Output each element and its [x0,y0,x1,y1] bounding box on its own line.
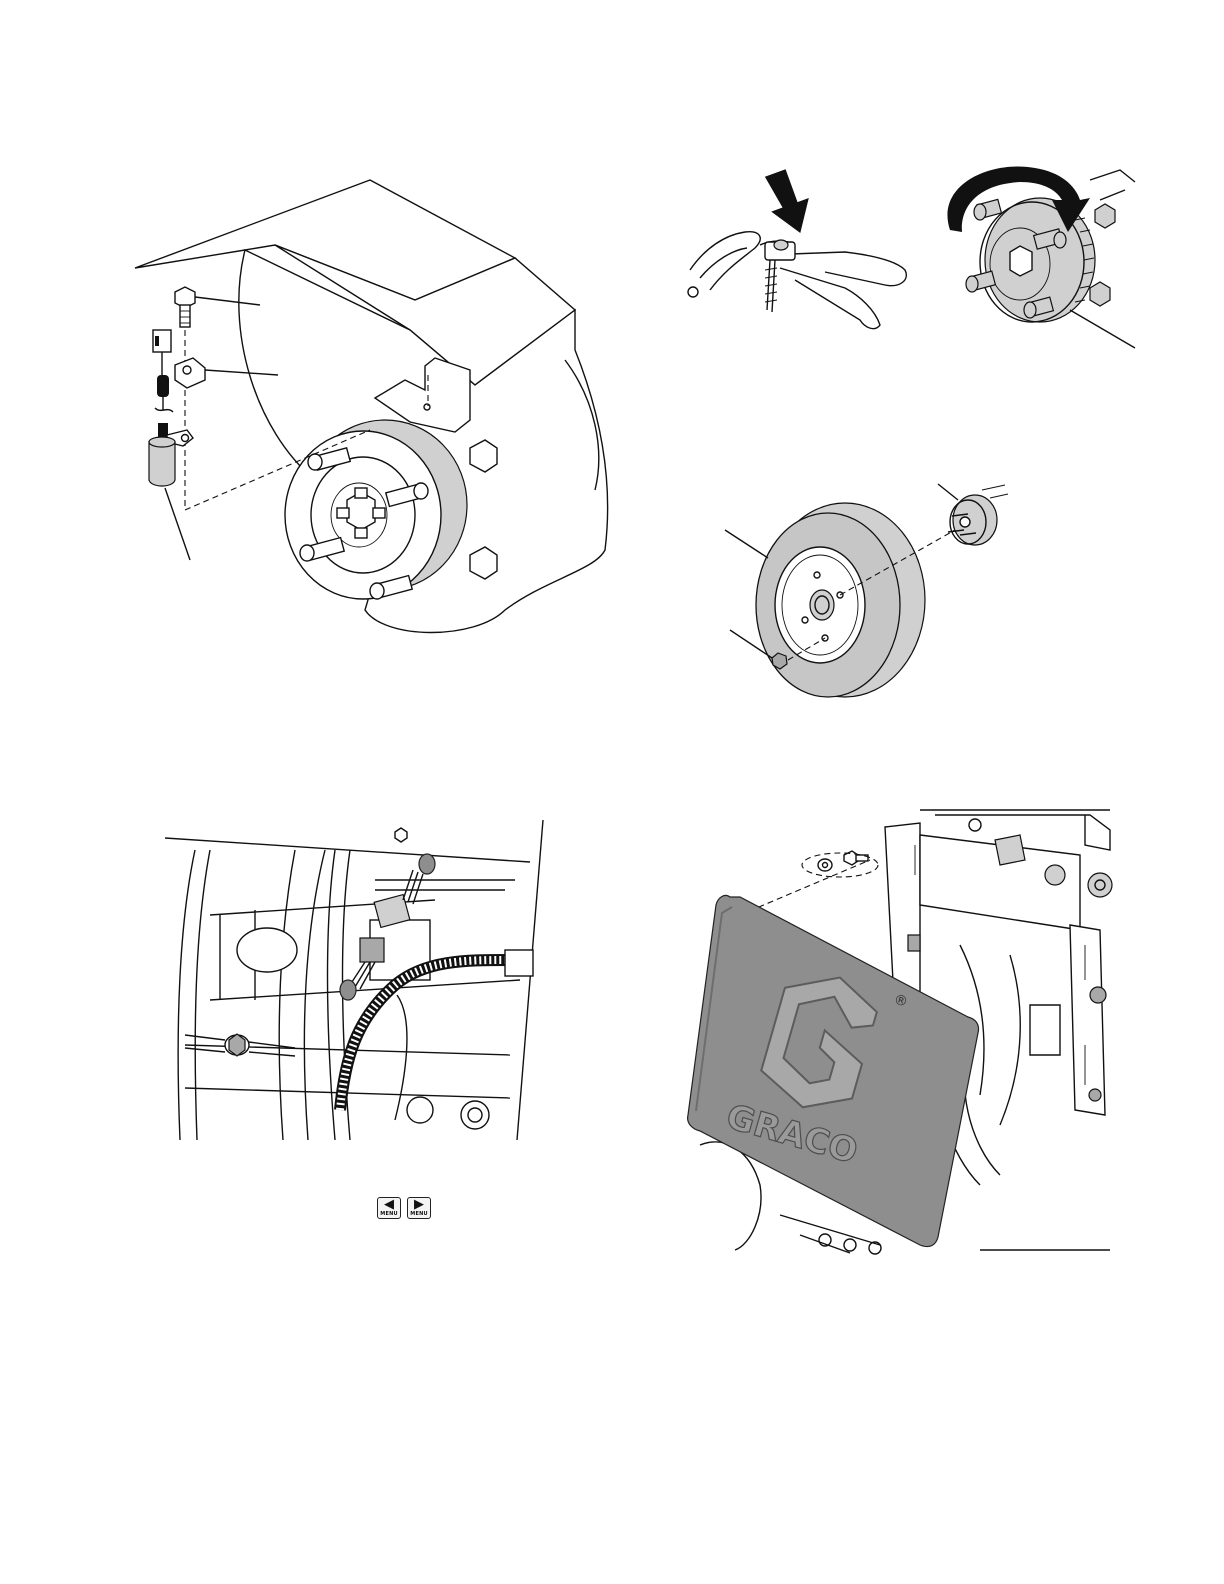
arrow-left-icon: ◀ [378,1198,400,1212]
figure-harness-connection [165,820,545,1140]
menu-left-label: MENU [378,1211,400,1217]
cover-install-illustration: ® GRACO [680,805,1120,1255]
harness-connection-illustration [165,820,545,1140]
menu-left-button[interactable]: ◀ MENU [377,1197,401,1219]
wheel-install-illustration [720,470,1010,700]
sensor-hub-illustration [125,170,625,650]
hub-rotate-illustration [940,160,1140,350]
figure-cover-install: ® GRACO [680,805,1120,1255]
figure-wheel-install [720,470,1010,700]
menu-right-button[interactable]: ▶ MENU [407,1197,431,1219]
arrow-right-icon: ▶ [408,1198,430,1212]
menu-right-label: MENU [408,1211,430,1217]
figure-speed-sensor-hub [125,170,625,650]
figure-brake-lever [685,160,915,335]
figure-hub-rotate [940,160,1140,350]
brake-lever-illustration [685,160,915,335]
